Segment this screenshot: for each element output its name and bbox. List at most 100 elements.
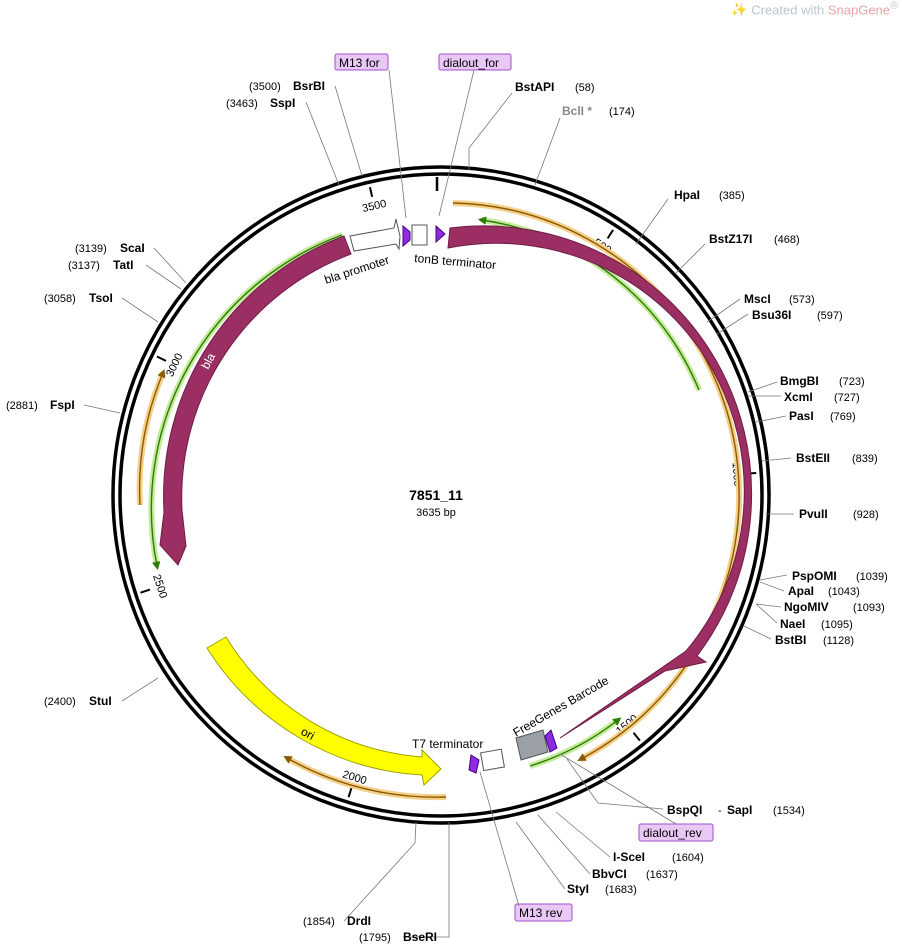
site-tati-pos: (3137)	[68, 260, 100, 272]
t7-terminator-label: T7 terminator	[412, 737, 483, 751]
site-bsu36i[interactable]: Bsu36I	[752, 308, 791, 322]
site-msci-pos: (573)	[789, 294, 815, 306]
bla-orf-arrow	[150, 234, 343, 571]
site-pvuii[interactable]: PvuII	[799, 507, 828, 521]
bla-label: bla	[198, 350, 218, 371]
t7-terminator-box[interactable]	[480, 748, 505, 772]
plasmid-name: 7851_11	[409, 487, 463, 503]
site-sspi-pos: (3463)	[226, 98, 258, 110]
site-xcmi[interactable]: XcmI	[784, 390, 813, 404]
site-naei-pos: (1095)	[821, 619, 853, 631]
site-bstapi-pos: (58)	[575, 82, 595, 94]
site-bsu36i-pos: (597)	[817, 310, 843, 322]
site-hpai-pos: (385)	[719, 190, 745, 202]
ori-feature[interactable]	[206, 636, 442, 786]
site-msci[interactable]: MscI	[744, 292, 771, 306]
site-stui[interactable]: StuI	[89, 694, 112, 708]
orf-green-arrow-2	[529, 717, 622, 767]
m13-rev-arrow[interactable]	[468, 754, 480, 774]
plasmid-size: 3635 bp	[416, 507, 456, 519]
site-scai-pos: (3139)	[75, 243, 107, 255]
site-bstbi-pos: (1128)	[823, 635, 854, 647]
site-fspi-pos: (2881)	[6, 400, 38, 412]
tick-mark	[606, 229, 614, 239]
bla-orf2-arrow	[138, 369, 166, 506]
site-bsrbi[interactable]: BsrBI	[293, 79, 325, 93]
site-tsoi-pos: (3058)	[44, 293, 76, 305]
site-ngomiv-pos: (1093)	[853, 602, 885, 614]
site-bseri[interactable]: BseRI	[403, 930, 437, 944]
site-scai[interactable]: ScaI	[120, 241, 145, 255]
ori-label: ori	[299, 724, 317, 743]
site-pasi-pos: (769)	[830, 411, 856, 423]
freegenes-barcode-feature[interactable]	[515, 729, 549, 761]
snapgene-logo-icon: ✨	[731, 2, 748, 18]
watermark-brand: SnapGene	[827, 2, 891, 18]
site-bstbi[interactable]: BstBI	[775, 633, 806, 647]
site-pspomi[interactable]: PspOMI	[792, 569, 837, 583]
primer-box-dialout-for[interactable]	[438, 53, 512, 71]
site-styi-pos: (1683)	[605, 884, 637, 896]
dialout-for-arrow[interactable]	[435, 224, 446, 244]
site-i-scei[interactable]: I-SceI	[613, 850, 645, 864]
watermark-registered: ®	[890, 0, 898, 12]
site-fspi[interactable]: FspI	[50, 398, 75, 412]
site-bspqi[interactable]: BspQI	[667, 803, 702, 817]
tick-label: 3500	[361, 198, 388, 215]
site-tati[interactable]: TatI	[113, 258, 133, 272]
primer-label-dialout-for: dialout_for	[443, 56, 499, 70]
tick-mark	[368, 186, 374, 198]
site-xcmi-pos: (727)	[834, 392, 860, 404]
site-drdi[interactable]: DrdI	[347, 914, 371, 928]
bla-promoter-feature[interactable]	[349, 218, 401, 252]
site-pvuii-pos: (928)	[853, 509, 879, 521]
tick-mark	[632, 732, 641, 742]
site-stui-pos: (2400)	[44, 696, 76, 708]
site-bmgbi-pos: (723)	[839, 376, 865, 388]
site-hpai[interactable]: HpaI	[674, 188, 700, 202]
leader-lines	[83, 69, 794, 938]
site-sapi[interactable]: SapI	[727, 803, 752, 817]
feature-group	[159, 218, 753, 786]
site-ngomiv[interactable]: NgoMIV	[784, 600, 829, 614]
site-i-scei-pos: (1604)	[672, 852, 704, 864]
tick-label: 2500	[150, 573, 169, 600]
site-bsteii[interactable]: BstEII	[796, 451, 830, 465]
site-naei[interactable]: NaeI	[780, 617, 805, 631]
mmlv-rt-feature[interactable]	[447, 225, 753, 739]
tick-mark	[156, 355, 167, 362]
site-drdi-pos: (1854)	[303, 916, 335, 928]
watermark-text: Created with	[751, 2, 825, 18]
tonb-terminator-label: tonB terminator	[414, 251, 497, 272]
site-pasi[interactable]: PasI	[789, 409, 814, 423]
backbone-outer-strand	[111, 165, 771, 825]
site-bsteii-pos: (839)	[852, 453, 878, 465]
site-bstapi[interactable]: BstAPI	[515, 80, 554, 94]
site-bbvci-pos: (1637)	[646, 869, 678, 881]
dialout-rev-arrow[interactable]	[544, 729, 558, 753]
site-bsrbi-pos: (3500)	[249, 81, 281, 93]
site-bstz17i-pos: (468)	[774, 234, 800, 246]
site-bmgbi[interactable]: BmgBI	[780, 374, 819, 388]
site-tsoi[interactable]: TsoI	[89, 291, 113, 305]
site-bcli-pos: (174)	[609, 106, 635, 118]
site-styi[interactable]: StyI	[567, 882, 589, 896]
site-bspqi-pos: (1534)	[773, 805, 805, 817]
freegenes-barcode-label: FreeGenes Barcode	[511, 673, 612, 739]
primer-box-m13-for[interactable]	[334, 53, 389, 71]
backbone-inner-strand	[118, 172, 764, 818]
site-bstz17i[interactable]: BstZ17I	[709, 232, 752, 246]
site-bspqi-dash: -	[718, 805, 722, 817]
site-apai-pos: (1043)	[828, 586, 860, 598]
sites: BstAPI (58) BclI * (174) HpaI (385) BstZ…	[6, 79, 888, 944]
primer-box-m13-rev[interactable]	[514, 903, 573, 922]
tick-mark	[347, 787, 353, 798]
tonb-terminator-box[interactable]	[411, 224, 428, 246]
site-sspi[interactable]: SspI	[270, 96, 295, 110]
site-bcli[interactable]: BclI *	[562, 104, 592, 118]
site-apai[interactable]: ApaI	[788, 584, 814, 598]
site-bbvci[interactable]: BbvCI	[592, 867, 627, 881]
bla-feature[interactable]	[159, 235, 352, 566]
m13-for-arrow[interactable]	[402, 224, 411, 248]
